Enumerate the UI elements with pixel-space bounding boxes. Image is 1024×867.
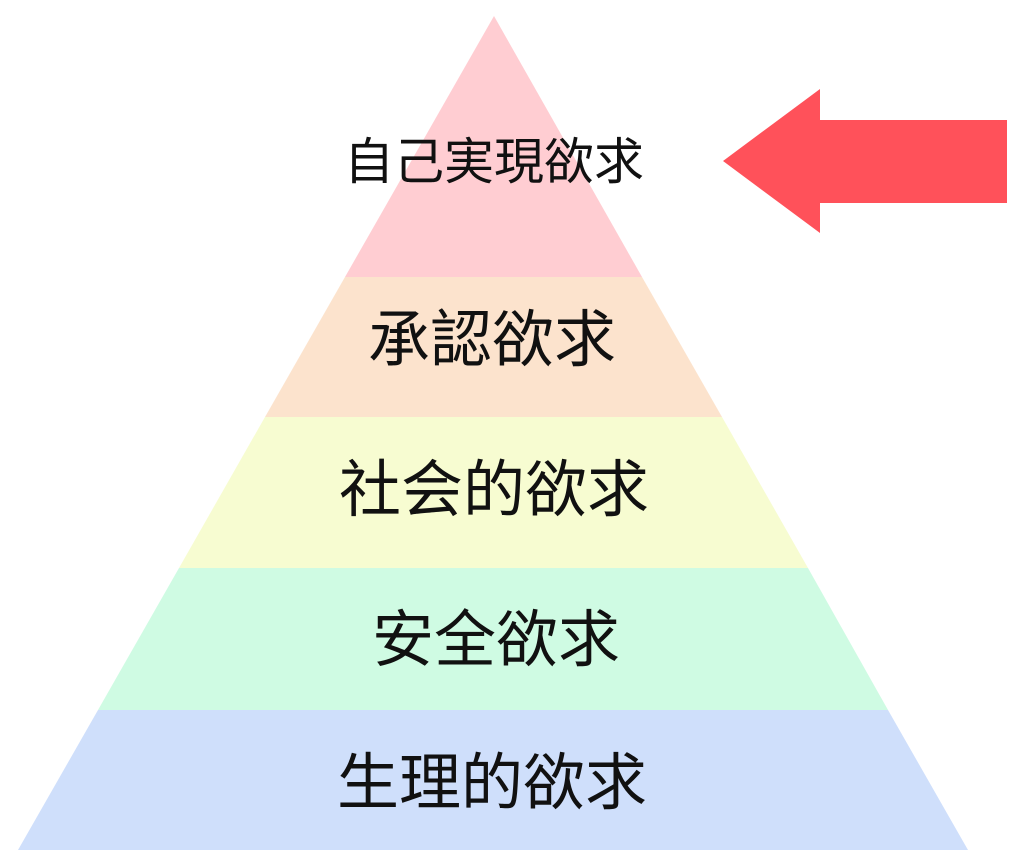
- pyramid-level-1-label: 自己実現欲求: [344, 133, 644, 191]
- pyramid-level-2-shape: [265, 277, 722, 417]
- pyramid-level-3-label: 社会的欲求: [339, 453, 649, 526]
- pyramid-level-5-label: 生理的欲求: [337, 746, 647, 819]
- pyramid-level-2-label: 承認欲求: [368, 303, 616, 376]
- pyramid-level-1-shape: [345, 16, 642, 277]
- pyramid-level-3-shape: [179, 417, 808, 568]
- pyramid-level-4-label: 安全欲求: [372, 603, 620, 676]
- pyramid-level-4-shape: [98, 568, 888, 710]
- pyramid-level-5-shape: [18, 710, 968, 850]
- left-arrow-icon: [723, 89, 1007, 233]
